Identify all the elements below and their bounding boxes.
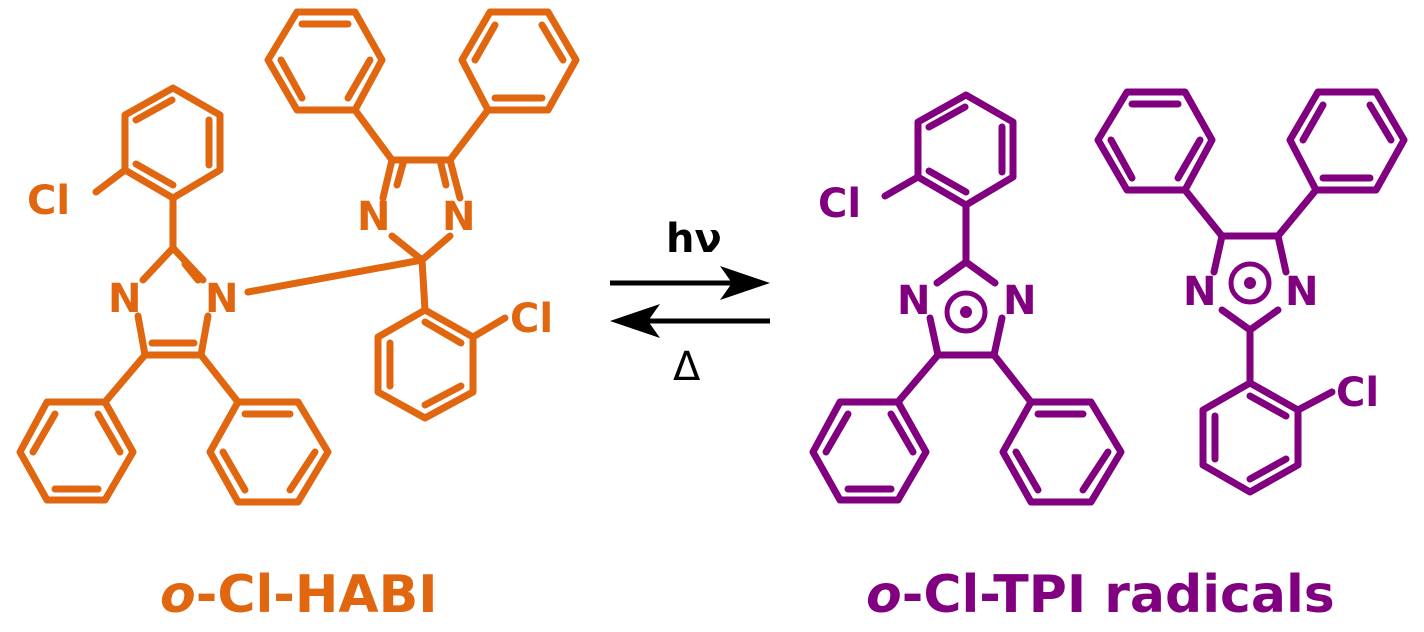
tpi-radical-2: N N Cl: [1094, 88, 1408, 496]
tpi2-imidazole: [1210, 232, 1290, 334]
tpi-name-main: -Cl-TPI radicals: [902, 565, 1335, 625]
tpi1-n-label-1: N: [897, 278, 930, 324]
tpi1-chlorophenyl: [881, 91, 1017, 266]
forward-condition-label: hν: [666, 216, 722, 262]
habi-n-label-1: N: [108, 276, 141, 322]
habi-phenyl-b1: [264, 8, 396, 164]
habi-imidazole-b: [379, 156, 464, 264]
tpi-compound-name: o-Cl-TPI radicals: [866, 565, 1335, 625]
tpi2-chlorophenyl: [1199, 326, 1336, 496]
reverse-arrowhead: [610, 304, 660, 338]
tpi1-phenyl-2: [990, 351, 1125, 506]
tpi2-n-label-1: N: [1183, 269, 1216, 315]
tpi1-n-label-2: N: [1003, 278, 1036, 324]
habi-structure: Cl N N N N Cl: [16, 8, 580, 506]
habi-cl-label-b: Cl: [510, 296, 553, 342]
habi-name-main: -Cl-HABI: [196, 565, 438, 625]
habi-name-prefix: o: [160, 565, 196, 625]
tpi-name-prefix: o: [866, 565, 902, 625]
habi-cl-label-a: Cl: [27, 178, 70, 224]
tpi2-phenyl-2: [1274, 88, 1408, 240]
habi-imidazole-a: [134, 244, 212, 359]
tpi2-cl-label: Cl: [1336, 370, 1379, 416]
tpi1-phenyl-1: [809, 351, 942, 504]
habi-phenyl-b2: [446, 8, 580, 164]
equilibrium-arrows: hν Δ: [610, 216, 770, 390]
habi-n-label-3: N: [357, 194, 390, 240]
tpi-radical-1: Cl N N: [809, 91, 1125, 506]
tpi1-cl-label: Cl: [818, 181, 861, 227]
habi-linking-bond: [244, 256, 426, 296]
forward-arrowhead: [720, 266, 770, 300]
tpi2-n-label-2: N: [1285, 269, 1318, 315]
habi-chlorophenyl-b: [374, 256, 509, 422]
tpi2-phenyl-1: [1094, 88, 1226, 240]
tpi1-imidazole: [926, 258, 1006, 359]
habi-n-label-2: N: [205, 276, 238, 322]
habi-n-label-4: N: [442, 194, 475, 240]
habi-phenyl-a1: [16, 351, 149, 504]
habi-compound-name: o-Cl-HABI: [160, 565, 438, 625]
reverse-condition-label: Δ: [673, 344, 701, 390]
habi-phenyl-a2: [197, 351, 332, 506]
habi-chlorophenyl-a: [92, 84, 224, 252]
